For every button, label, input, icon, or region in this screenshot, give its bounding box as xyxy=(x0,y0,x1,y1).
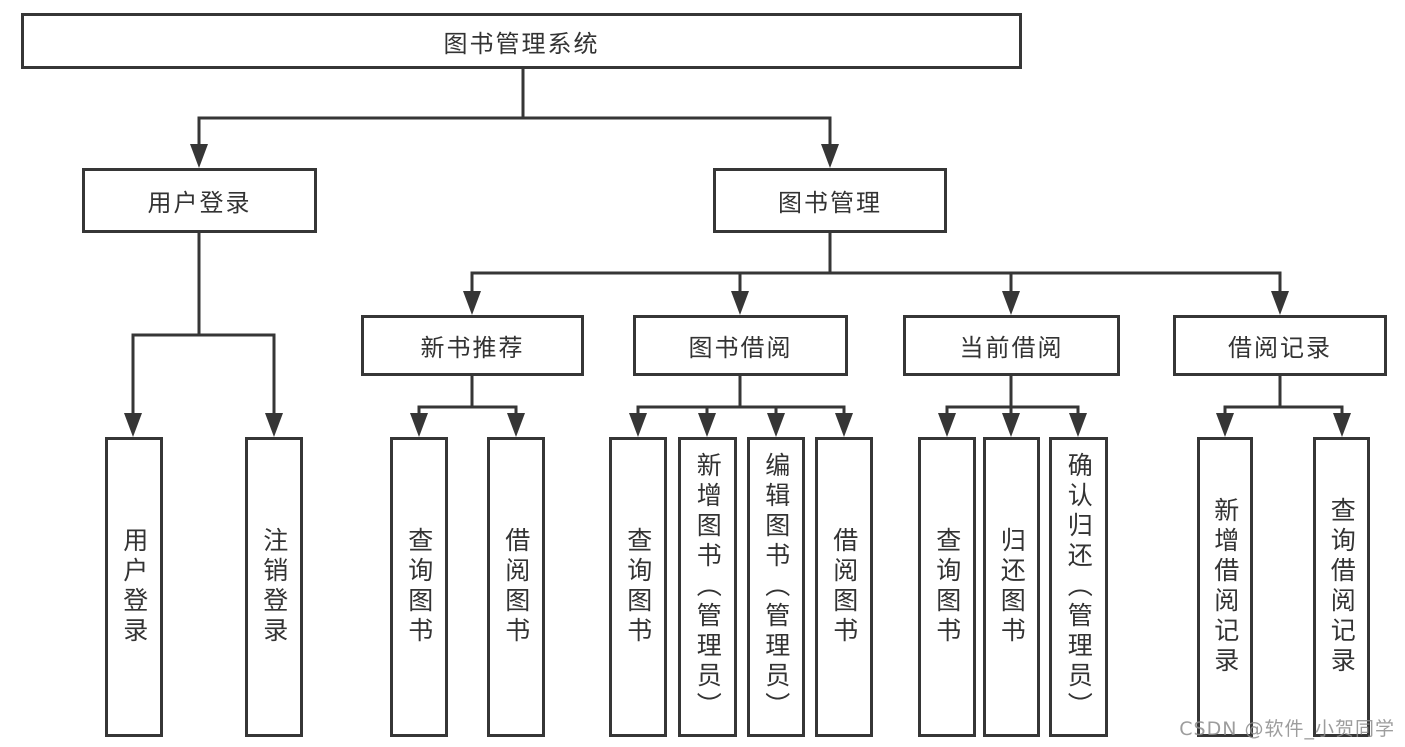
connector-book-mgmt-branch xyxy=(470,233,1282,293)
node-borrow-records: 借阅记录 xyxy=(1173,315,1387,376)
leaf-borrow-books-1-label: 借阅图书 xyxy=(501,527,531,647)
connector-user-login-branch xyxy=(131,233,276,415)
arrowheads-current-borrow-branch xyxy=(938,413,1087,437)
connector-current-borrow-branch xyxy=(945,376,1080,415)
node-root-library-system: 图书管理系统 xyxy=(21,13,1022,69)
leaf-borrow-books-2-label: 借阅图书 xyxy=(829,527,859,647)
leaf-logout: 注销登录 xyxy=(245,437,303,737)
leaf-add-books-admin: 新增图书（管理员） xyxy=(678,437,737,737)
leaf-add-borrow-record-label: 新增借阅记录 xyxy=(1210,497,1240,677)
arrowheads-user-login-branch xyxy=(124,413,283,437)
leaf-logout-label: 注销登录 xyxy=(259,527,289,647)
leaf-query-borrow-record-label: 查询借阅记录 xyxy=(1327,497,1357,677)
leaf-return-books-label: 归还图书 xyxy=(997,527,1027,647)
node-borrow-records-label: 借阅记录 xyxy=(1228,334,1332,362)
leaf-edit-books-admin-label: 编辑图书（管理员） xyxy=(761,452,791,722)
node-root-label: 图书管理系统 xyxy=(443,29,600,58)
connector-book-borrow-branch xyxy=(636,376,846,415)
leaf-query-books-2-label: 查询图书 xyxy=(623,527,653,647)
leaf-edit-books-admin: 编辑图书（管理员） xyxy=(747,437,805,737)
arrowheads-root-branch xyxy=(190,144,839,168)
leaf-query-borrow-record: 查询借阅记录 xyxy=(1313,437,1370,737)
node-book-management-label: 图书管理 xyxy=(778,189,882,217)
node-book-borrowing: 图书借阅 xyxy=(633,315,848,376)
node-book-management: 图书管理 xyxy=(713,168,947,233)
leaf-query-books-3-label: 查询图书 xyxy=(932,527,962,647)
node-user-login-label: 用户登录 xyxy=(147,189,252,217)
leaf-return-books: 归还图书 xyxy=(983,437,1040,737)
node-user-login: 用户登录 xyxy=(82,168,317,233)
leaf-add-books-admin-label: 新增图书（管理员） xyxy=(693,452,723,722)
leaf-confirm-return-admin-label: 确认归还（管理员） xyxy=(1064,452,1094,722)
leaf-borrow-books-2: 借阅图书 xyxy=(815,437,873,737)
node-new-book-recommend: 新书推荐 xyxy=(361,315,584,376)
node-current-borrowing-label: 当前借阅 xyxy=(959,334,1064,362)
node-book-borrowing-label: 图书借阅 xyxy=(688,334,793,362)
leaf-add-borrow-record: 新增借阅记录 xyxy=(1197,437,1253,737)
node-current-borrowing: 当前借阅 xyxy=(903,315,1120,376)
connector-borrow-records-branch xyxy=(1223,376,1344,415)
node-new-book-recommend-label: 新书推荐 xyxy=(420,334,525,362)
leaf-query-books-1-label: 查询图书 xyxy=(404,527,434,647)
arrowheads-book-borrow-branch xyxy=(629,413,853,437)
csdn-watermark: CSDN @软件_小贺同学 xyxy=(1179,718,1395,740)
connector-new-books-branch xyxy=(417,376,518,415)
leaf-query-books-2: 查询图书 xyxy=(609,437,667,737)
arrowheads-new-books-branch xyxy=(410,413,525,437)
leaf-user-login: 用户登录 xyxy=(105,437,163,737)
arrowheads-book-mgmt-branch xyxy=(463,291,1289,315)
connector-root-branch xyxy=(197,68,832,146)
leaf-query-books-3: 查询图书 xyxy=(918,437,976,737)
leaf-query-books-1: 查询图书 xyxy=(390,437,448,737)
arrowheads-borrow-records-branch xyxy=(1216,413,1351,437)
leaf-confirm-return-admin: 确认归还（管理员） xyxy=(1049,437,1108,737)
leaf-borrow-books-1: 借阅图书 xyxy=(487,437,545,737)
leaf-user-login-label: 用户登录 xyxy=(119,527,149,647)
